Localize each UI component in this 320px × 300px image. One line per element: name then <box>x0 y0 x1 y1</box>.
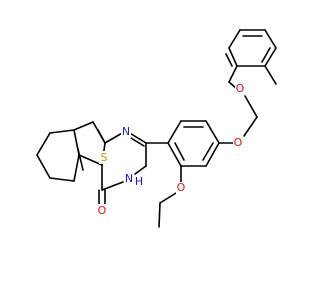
structure-canvas: S N N H O O O O <box>36 29 277 228</box>
atom-labels: S N N H O O O O <box>97 82 245 217</box>
bond <box>264 29 277 49</box>
bond <box>130 137 145 147</box>
bond <box>202 142 214 161</box>
label-background <box>121 126 131 138</box>
bond <box>228 29 241 49</box>
bond <box>264 47 277 67</box>
bond <box>243 116 258 137</box>
bond <box>73 121 94 131</box>
bond <box>36 154 51 179</box>
bond <box>264 65 277 85</box>
label-background <box>235 83 245 95</box>
bond <box>78 154 103 166</box>
bond <box>36 132 51 156</box>
bond <box>104 131 125 144</box>
bond <box>174 142 185 161</box>
label-background <box>176 182 186 194</box>
aryl-ether-oxygen-atom-label: O <box>236 82 245 95</box>
bond <box>97 129 106 144</box>
chemical-structure-diagram: S N N H O O O O <box>36 29 277 228</box>
nh-nitrogen-atom-label: N <box>125 172 133 185</box>
ether-oxygen-atom-label: O <box>234 136 243 149</box>
ring-nitrogen-atom-label: N <box>122 125 130 138</box>
label-background <box>99 151 109 164</box>
bond <box>73 154 80 182</box>
bond <box>261 47 271 63</box>
bond <box>49 129 75 134</box>
bond <box>134 165 147 175</box>
label-background <box>124 173 134 185</box>
sulfur-atom-label: S <box>101 151 108 164</box>
bond <box>205 142 220 167</box>
bond <box>167 142 182 167</box>
bond <box>228 47 238 67</box>
bond <box>167 120 182 144</box>
bond <box>225 53 233 67</box>
label-background <box>97 204 107 216</box>
bond <box>205 120 220 144</box>
bond-lines <box>36 29 277 228</box>
bond <box>49 177 75 182</box>
bond <box>159 192 177 204</box>
carbonyl-oxygen-atom-label: O <box>98 204 107 217</box>
nh-hydrogen-atom-label: H <box>135 175 143 188</box>
label-background <box>134 175 144 187</box>
bond <box>77 148 84 171</box>
bond <box>158 202 161 228</box>
bond <box>244 95 258 118</box>
ethoxy-oxygen-atom-label: O <box>177 181 186 194</box>
bond <box>228 65 238 83</box>
label-background <box>233 137 243 149</box>
bond <box>101 181 124 191</box>
